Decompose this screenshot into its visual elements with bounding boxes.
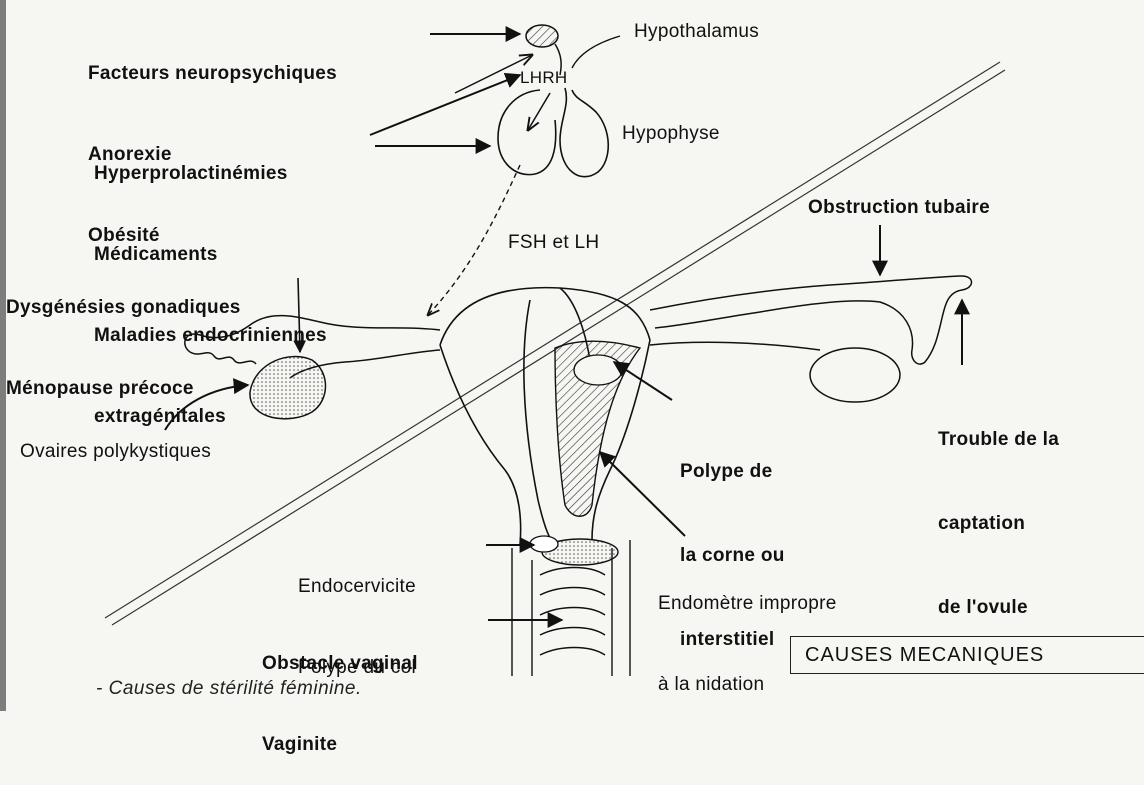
- right-ovary: [810, 348, 900, 402]
- label-endometre: Endomètre impropre à la nidation: [658, 536, 837, 725]
- label-fsh-lh: FSH et LH: [508, 229, 599, 256]
- label-trouble: Trouble de la captation de l'ovule: [938, 370, 1059, 650]
- arrow-polype-corne: [614, 362, 672, 400]
- label-dysgenesie: Dysgénésies gonadiques Ménopause précoce: [6, 240, 241, 429]
- right-tube: [650, 276, 972, 364]
- arrow-endometre: [600, 452, 685, 536]
- label-ovaires: Ovaires polykystiques: [20, 438, 211, 465]
- polype-col-shape: [530, 536, 558, 552]
- arrow-hyperprolac: [370, 75, 520, 135]
- polype-corne-shape: [574, 355, 622, 385]
- label-hypophyse: Hypophyse: [622, 120, 720, 147]
- hypophyse-shape: [498, 88, 608, 177]
- arrow-lhrh: [528, 93, 550, 130]
- label-lhrh: LHRH: [520, 64, 568, 91]
- hypothalamus-shape: [526, 25, 558, 47]
- causes-mecaniques-box: CAUSES MECANIQUES: [790, 636, 1144, 674]
- arrow-fsh-lh: [428, 165, 520, 315]
- label-hypothalamus: Hypothalamus: [634, 18, 759, 45]
- uterus-outline: [440, 288, 650, 545]
- label-obstruction: Obstruction tubaire: [808, 194, 990, 221]
- figure-caption: - Causes de stérilité féminine.: [96, 678, 362, 700]
